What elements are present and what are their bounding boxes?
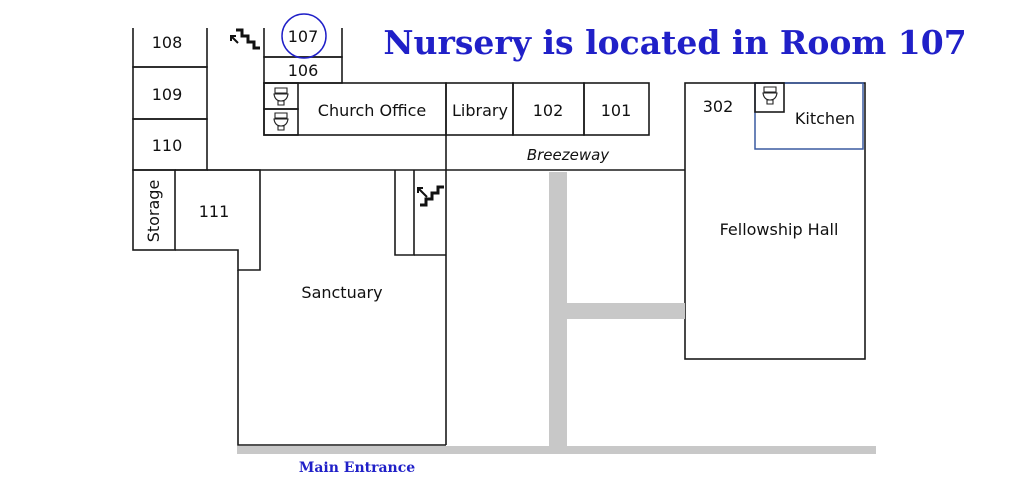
room-107-highlight-circle [281, 13, 327, 59]
room-110-label: 110 [152, 136, 183, 155]
church-office-label: Church Office [318, 101, 426, 120]
room-302-label: 302 [703, 97, 734, 116]
storage-label: Storage [144, 180, 163, 243]
library-label: Library [452, 101, 508, 120]
room-102-label: 102 [533, 101, 564, 120]
room-108-label: 108 [152, 33, 183, 52]
sanctuary-label: Sanctuary [301, 283, 382, 302]
restroom-icon [273, 112, 289, 131]
nursery-headline: Nursery is located in Room 107 [383, 23, 966, 62]
fellowship-hall-walls [684, 82, 866, 360]
kitchen-label: Kitchen [795, 109, 855, 128]
storage-outline [132, 169, 176, 251]
room-106-label: 106 [288, 61, 319, 80]
breezeway-label: Breezeway [527, 146, 610, 164]
sanctuary-outline [237, 270, 446, 446]
stairs-icon [230, 28, 260, 50]
walkway-vertical [549, 172, 567, 447]
restroom-icon [273, 87, 289, 106]
room-101-label: 101 [601, 101, 632, 120]
walkways [237, 172, 876, 454]
kitchen-outline [754, 82, 864, 150]
main-entrance-label: Main Entrance [299, 460, 415, 476]
restroom-icon [762, 86, 778, 105]
room-111-label: 111 [199, 202, 230, 221]
stairs-icon [417, 185, 444, 207]
walkway-entrance [237, 446, 876, 454]
fellowship-hall-label: Fellowship Hall [720, 220, 839, 239]
room-101-outline [583, 82, 650, 136]
room-109-label: 109 [152, 85, 183, 104]
sanctuary-walls [237, 170, 446, 446]
office-row-walls [207, 82, 685, 445]
room-107-label: 107 [288, 27, 319, 46]
walkway-horizontal [567, 303, 685, 319]
